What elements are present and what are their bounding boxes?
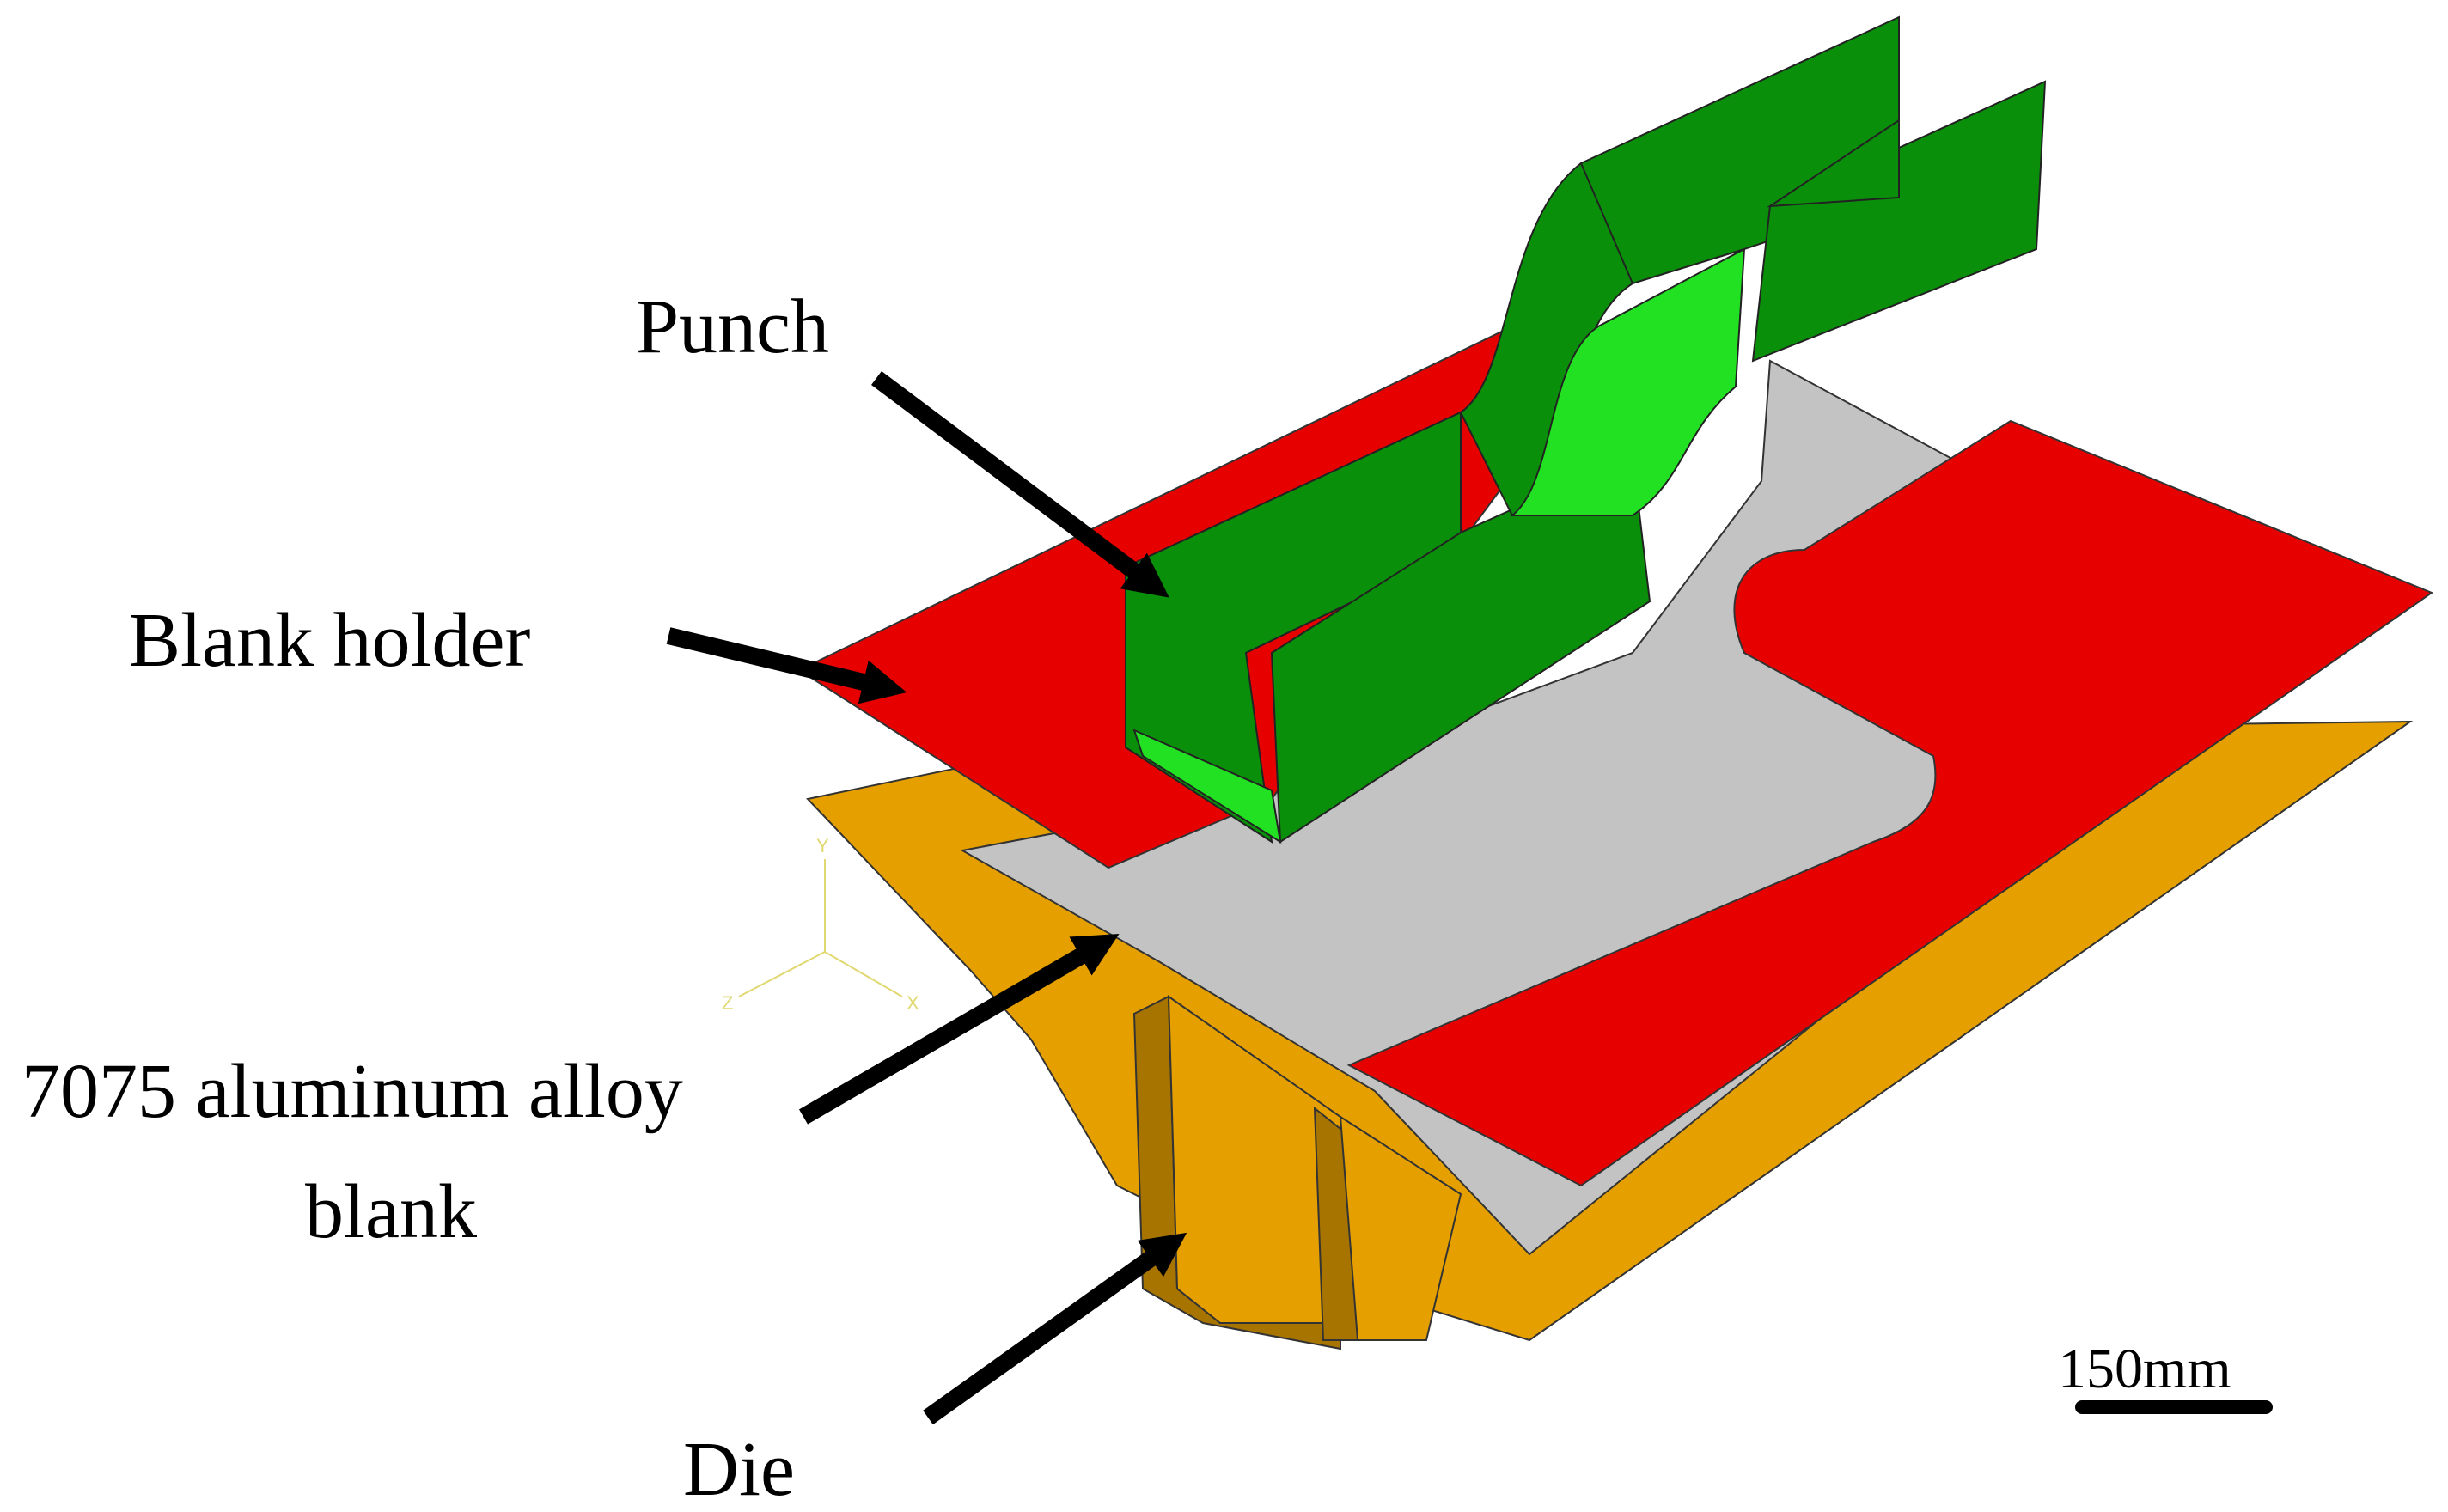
punch-right-top bbox=[1767, 119, 1900, 208]
blank-holder-label: Blank holder bbox=[129, 598, 530, 683]
die-channel-end bbox=[1339, 1115, 1462, 1341]
axis-x-label: X bbox=[907, 992, 919, 1014]
blank-arrow bbox=[798, 933, 1120, 1125]
axis-triad bbox=[738, 859, 903, 997]
blank-holder-arrow bbox=[666, 627, 907, 704]
blank-label-line2: blank bbox=[305, 1169, 477, 1254]
callout-arrows bbox=[666, 371, 1187, 1425]
die-label: Die bbox=[683, 1427, 795, 1512]
punch-arrow bbox=[871, 371, 1169, 598]
punch-side-wall bbox=[1270, 454, 1651, 844]
scale-bar bbox=[2075, 1400, 2273, 1414]
punch-part bbox=[1125, 15, 2047, 844]
scale-bar-label: 150mm bbox=[2058, 1338, 2231, 1400]
blank-label-line1: 7075 aluminum alloy bbox=[21, 1049, 683, 1134]
blank-holder-right bbox=[1346, 419, 2434, 1187]
punch-label: Punch bbox=[636, 284, 829, 369]
die-arrow bbox=[923, 1232, 1187, 1425]
axis-z-label: Z bbox=[722, 992, 733, 1014]
punch-inner-surface bbox=[1510, 247, 1746, 516]
axis-y-label: Y bbox=[816, 835, 829, 857]
punch-right-flange bbox=[1751, 80, 2047, 363]
